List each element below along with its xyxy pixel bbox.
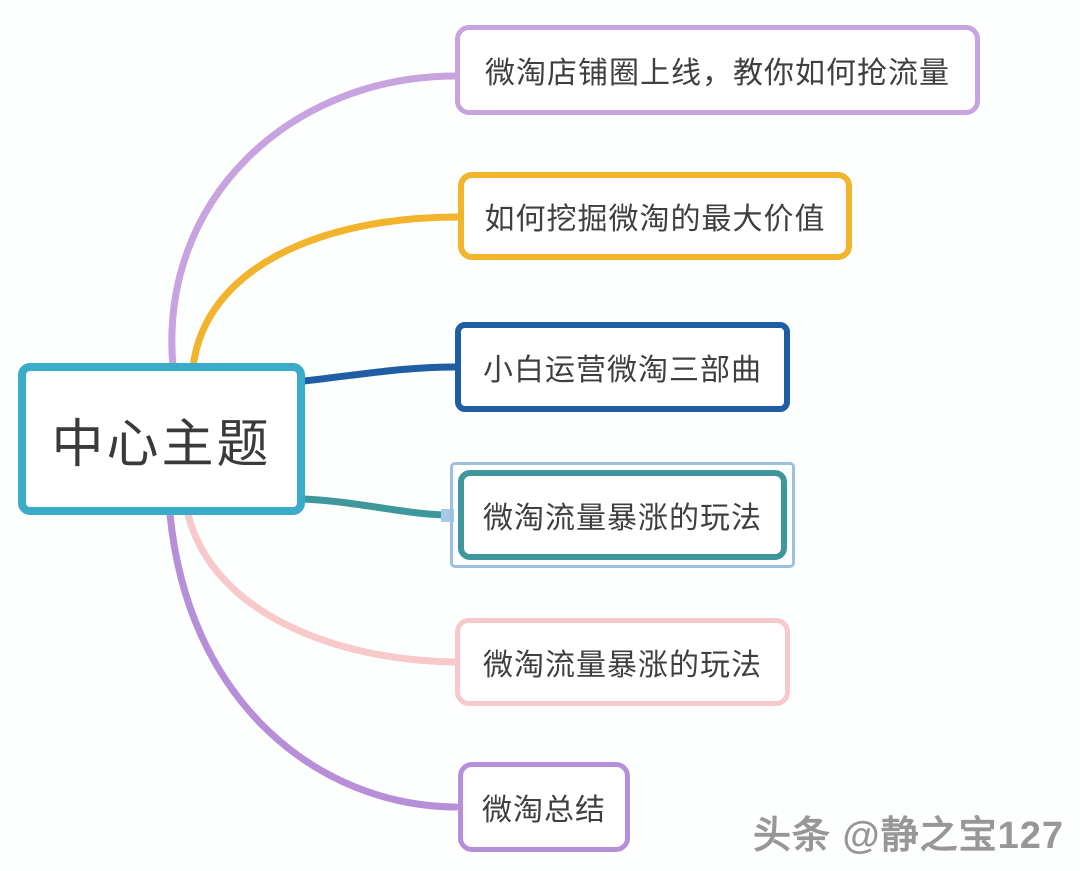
branch-curve-6	[166, 510, 460, 811]
branch-node-1[interactable]: 微淘店铺圈上线，教你如何抢流量	[455, 25, 980, 115]
branch-curve-4	[300, 495, 451, 519]
branch-node-2[interactable]: 如何挖掘微淘的最大价值	[458, 172, 852, 260]
branch-curve-5	[184, 510, 460, 666]
branch-curve-3	[300, 363, 460, 385]
branch-curve-2	[189, 213, 462, 371]
branch-node-6[interactable]: 微淘总结	[458, 762, 630, 852]
watermark: 头条 @静之宝127	[752, 815, 1064, 857]
branch-node-4[interactable]: 微淘流量暴涨的玩法	[458, 470, 787, 560]
branch-node-4-selection-outline: 微淘流量暴涨的玩法	[450, 462, 795, 568]
branch-node-3[interactable]: 小白运营微淘三部曲	[455, 322, 790, 412]
branch-curve-1	[168, 72, 460, 371]
branch-node-5[interactable]: 微淘流量暴涨的玩法	[455, 618, 790, 706]
central-topic-node[interactable]: 中心主题	[18, 363, 305, 515]
